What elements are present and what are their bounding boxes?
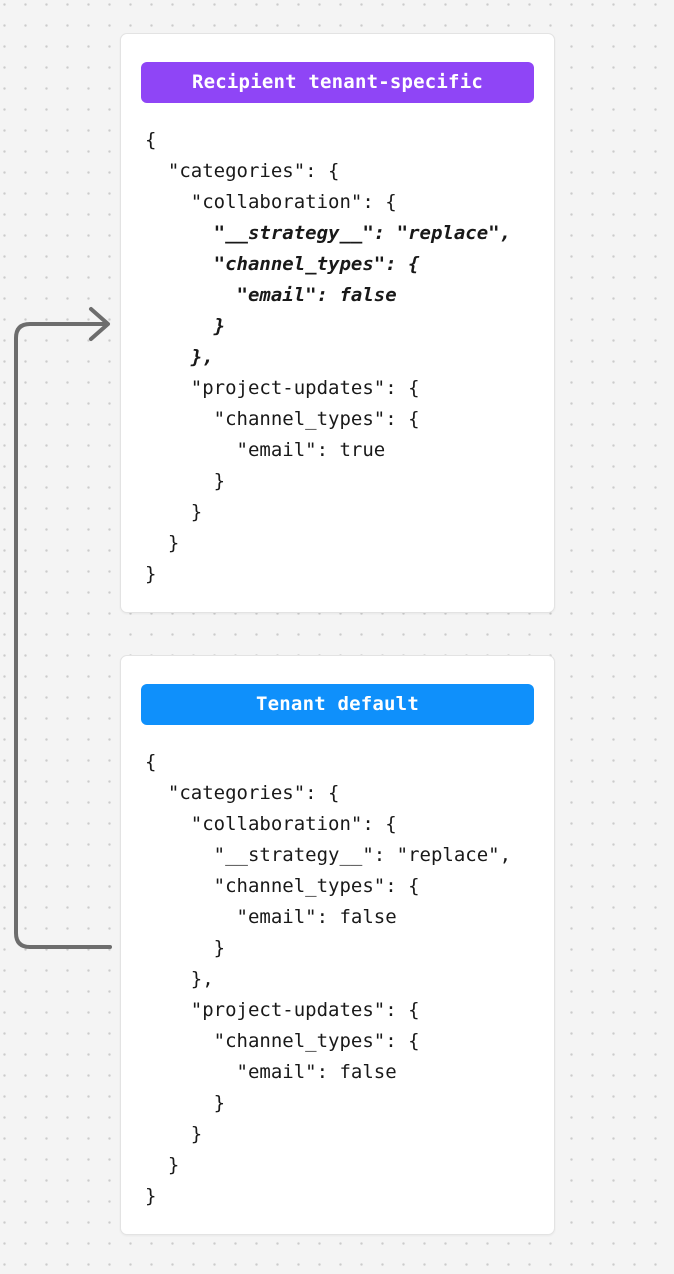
code-line: "channel_types": { [145,875,420,897]
code-line: } [145,1154,180,1176]
code-line: "collaboration": { [145,813,397,835]
code-line: "email": false [145,1061,397,1083]
code-line: { [145,751,157,773]
code-line: "email": false [145,906,397,928]
merge-arrow-path [14,307,112,949]
code-line: "channel_types": { [145,408,420,430]
code-line: "email": true [145,439,386,461]
code-block-tenant-default: { "categories": { "collaboration": { "__… [141,747,534,1212]
code-line: } [145,563,157,585]
code-line: } [145,315,226,337]
code-line: }, [145,346,214,368]
code-line: "channel_types": { [145,1030,420,1052]
code-line: "categories": { [145,160,340,182]
code-line: } [145,1092,226,1114]
card-header-tenant-default: Tenant default [141,684,534,725]
code-line: "channel_types": { [145,253,420,275]
code-line: "email": false [145,284,397,306]
code-line: } [145,470,226,492]
code-line: } [145,501,203,523]
code-line: "__strategy__": "replace", [145,844,512,866]
merge-arrow [0,300,130,960]
code-line: "collaboration": { [145,191,397,213]
card-tenant-default: Tenant default { "categories": { "collab… [120,655,555,1235]
code-line: "project-updates": { [145,377,420,399]
code-line: "categories": { [145,782,340,804]
card-header-recipient-tenant-specific: Recipient tenant-specific [141,62,534,103]
code-line: "project-updates": { [145,999,420,1021]
code-line: } [145,532,180,554]
code-line: }, [145,968,214,990]
code-line: "__strategy__": "replace", [145,222,512,244]
card-recipient-tenant-specific: Recipient tenant-specific { "categories"… [120,33,555,613]
code-line: } [145,937,226,959]
code-line: } [145,1123,203,1145]
code-line: } [145,1185,157,1207]
code-block-recipient-tenant-specific: { "categories": { "collaboration": { "__… [141,125,534,590]
code-line: { [145,129,157,151]
